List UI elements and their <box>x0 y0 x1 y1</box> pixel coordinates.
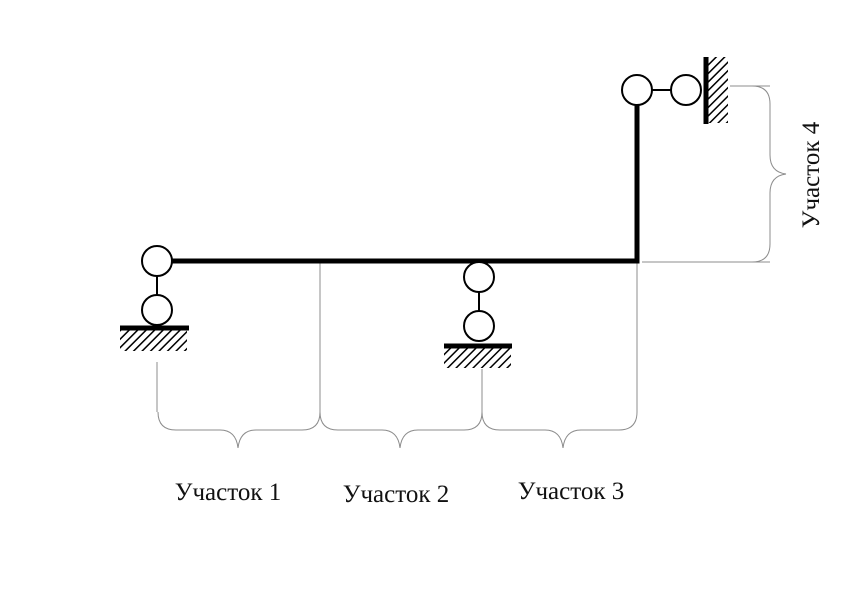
left-beam-hinge <box>141 245 173 277</box>
section-braces <box>157 85 787 449</box>
middle-upper-hinge <box>463 261 495 293</box>
middle-ground-hinge <box>463 310 495 342</box>
top-support <box>621 57 728 124</box>
brace-section-4 <box>751 85 787 263</box>
frame-beam <box>154 103 640 264</box>
top-wall-hinge <box>670 74 702 106</box>
middle-support <box>444 261 512 368</box>
section-2-label: Участок 2 <box>343 481 449 508</box>
dimension-lines <box>156 85 770 412</box>
brace-section-1 <box>157 411 321 449</box>
left-ground-hatch <box>120 330 187 351</box>
section-labels: Участок 1 Участок 2 Участок 3 Участок 4 <box>175 121 825 508</box>
beam-polyline <box>154 103 640 264</box>
section-4-label: Участок 4 <box>798 121 825 228</box>
middle-ground-hatch <box>444 348 511 368</box>
brace-section-2 <box>319 411 483 449</box>
left-support <box>120 245 189 351</box>
top-wall-hatch <box>708 57 728 123</box>
section-3-label: Участок 3 <box>518 478 624 505</box>
brace-section-3 <box>481 411 638 449</box>
left-ground-hinge <box>141 294 173 326</box>
top-beam-hinge <box>621 74 653 106</box>
section-1-label: Участок 1 <box>175 479 281 506</box>
